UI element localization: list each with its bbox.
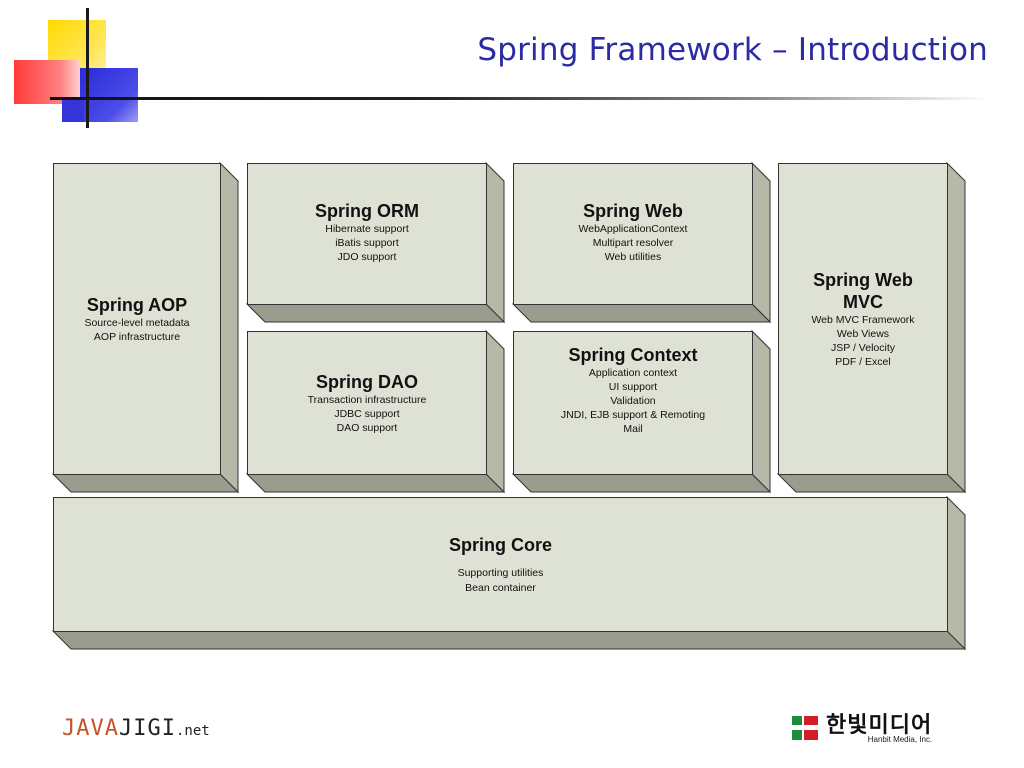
module-feature: Web Views xyxy=(836,328,890,340)
slide-title: Spring Framework – Introduction xyxy=(477,32,988,68)
module-feature: Application context xyxy=(588,367,678,379)
deco-blue-square xyxy=(80,68,138,122)
logo-net-text: .net xyxy=(175,723,210,739)
module-feature: Validation xyxy=(610,395,656,407)
module-box-core: Spring Core Supporting utilities Bean co… xyxy=(51,495,967,651)
hanbit-media-logo: 한빛미디어 Hanbit Media, Inc. xyxy=(792,714,932,744)
module-feature: JDO support xyxy=(337,251,397,263)
module-title: Spring AOP xyxy=(86,295,188,315)
module-title-line2: MVC xyxy=(843,292,883,312)
module-feature: Bean container xyxy=(465,581,536,594)
module-title: Spring ORM xyxy=(315,201,419,221)
deco-red-square xyxy=(14,60,80,104)
module-box-context: Spring Context Application context UI su… xyxy=(511,329,772,494)
module-feature: Mail xyxy=(623,423,643,435)
module-title: Spring Context xyxy=(568,345,698,365)
module-title: Spring Web xyxy=(583,201,683,221)
module-feature: JNDI, EJB support & Remoting xyxy=(560,409,706,421)
module-feature: Source-level metadata xyxy=(84,317,190,329)
hanbit-korean-name: 한빛미디어 xyxy=(826,713,933,738)
module-feature: Web utilities xyxy=(604,251,662,263)
title-underline xyxy=(50,97,990,100)
box-depth xyxy=(776,161,967,494)
module-feature: JSP / Velocity xyxy=(830,342,895,354)
javajigi-logo: JAVAJIGI.net xyxy=(62,716,210,741)
hanbit-mark-icon xyxy=(792,714,820,742)
deco-blue-square-small xyxy=(62,100,84,122)
module-title: Spring Core xyxy=(448,534,552,555)
module-box-orm: Spring ORM Hibernate support iBatis supp… xyxy=(245,161,506,324)
module-box-aop: Spring AOP Source-level metadata AOP inf… xyxy=(51,161,240,494)
logo-java-text: JAVA xyxy=(62,716,119,741)
hanbit-english-name: Hanbit Media, Inc. xyxy=(867,735,933,744)
module-box-web: Spring Web WebApplicationContext Multipa… xyxy=(511,161,772,324)
box-depth xyxy=(511,329,772,494)
module-feature: UI support xyxy=(608,381,658,393)
module-title: Spring DAO xyxy=(316,372,418,392)
module-feature: WebApplicationContext xyxy=(578,223,688,235)
box-depth xyxy=(511,161,772,324)
module-title: Spring Web xyxy=(813,270,913,290)
module-feature: JDBC support xyxy=(334,408,400,420)
module-feature: Multipart resolver xyxy=(592,237,674,249)
module-feature: Transaction infrastructure xyxy=(307,394,427,406)
module-box-dao: Spring DAO Transaction infrastructure JD… xyxy=(245,329,506,494)
module-feature: iBatis support xyxy=(335,237,399,249)
module-feature: DAO support xyxy=(336,422,398,434)
module-box-web-mvc: Spring Web MVC Web MVC Framework Web Vie… xyxy=(776,161,967,494)
deco-vertical-line xyxy=(86,8,89,128)
module-feature: Supporting utilities xyxy=(457,566,544,579)
module-feature: AOP infrastructure xyxy=(93,331,181,343)
logo-jigi-text: JIGI xyxy=(118,716,176,741)
module-feature: Web MVC Framework xyxy=(811,314,915,326)
module-feature: PDF / Excel xyxy=(835,356,891,368)
box-depth xyxy=(245,161,506,324)
module-feature: Hibernate support xyxy=(325,223,409,235)
